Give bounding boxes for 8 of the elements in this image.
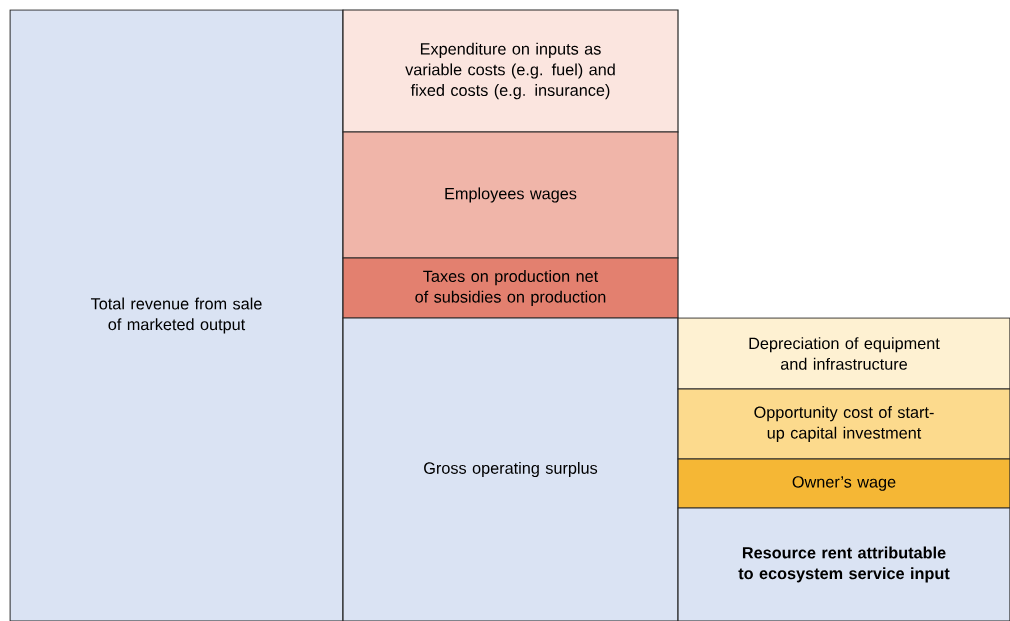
cost-block: Expenditure on inputs as variable costs (e.g. fuel) and fixed costs (e.g. insurance) (342, 9, 679, 133)
cost-block: Depreciation of equipment and infrastructure (677, 317, 1010, 390)
cost-block: Employees wages (342, 131, 679, 259)
cost-block: Owner’s wage (677, 458, 1010, 509)
cost-block: Opportunity cost of start-up capital investment (677, 388, 1010, 460)
cost-block: Resource rent attributable to ecosystem service input (677, 507, 1010, 621)
cost-block: Taxes on production net of subsidies on production (342, 257, 679, 319)
cost-block: Gross operating surplus (342, 317, 679, 621)
